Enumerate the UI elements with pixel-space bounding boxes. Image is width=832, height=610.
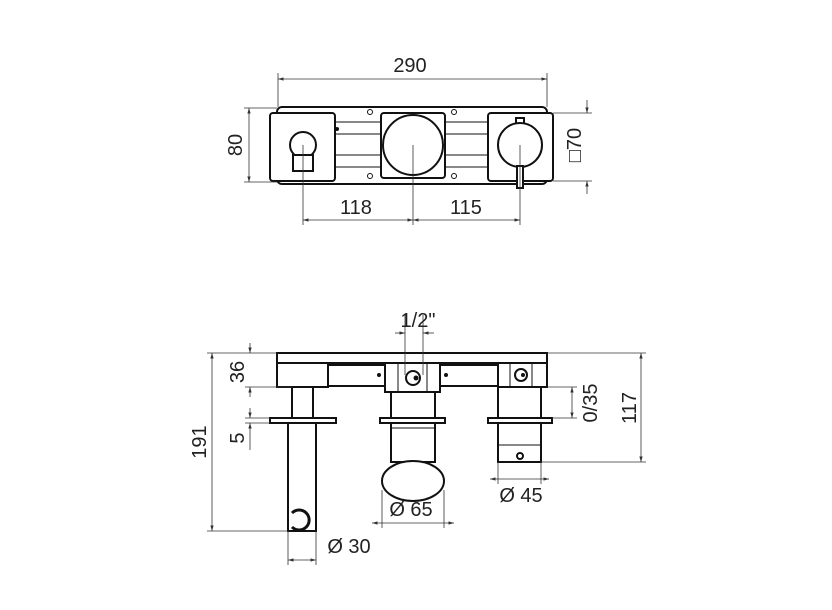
dim-height: 80 [225,134,247,156]
dim-flange: 5 [227,432,249,443]
left-stem [291,386,314,419]
dim-center-right: 115 [450,197,482,219]
dimension-lines [244,73,592,225]
center-body [390,422,436,463]
dim-width: 290 [393,55,426,77]
right-stem [497,386,542,419]
dim-left-center: 118 [340,197,372,219]
center-inlet [405,370,421,386]
dim-pipe: 1/2" [401,310,436,332]
dim-adjust: 0/35 [580,384,602,423]
hook-icon [290,508,311,532]
top-view: 290 80 □70 118 115 [225,55,592,225]
spout [287,422,317,532]
dim-right-diameter: Ø 45 [499,485,542,507]
left-block [276,362,329,388]
side-plate [276,352,548,364]
rail-right [439,364,499,387]
rail-left [327,364,386,387]
center-knob [381,460,445,502]
side-view: 1/2" 36 5 191 0/35 117 Ø 45 Ø 65 Ø 30 [189,310,646,565]
dim-spout-diameter: Ø 30 [327,536,370,558]
side-dimension-lines [207,315,646,565]
dim-center-diameter: Ø 65 [389,499,432,521]
dim-square: □70 [564,128,586,162]
right-screw [516,452,524,460]
center-stem [390,391,436,419]
dim-plate-depth: 36 [227,361,249,383]
dim-right-depth: 117 [619,392,641,424]
dim-total-depth: 191 [189,425,211,458]
rails [335,121,488,168]
